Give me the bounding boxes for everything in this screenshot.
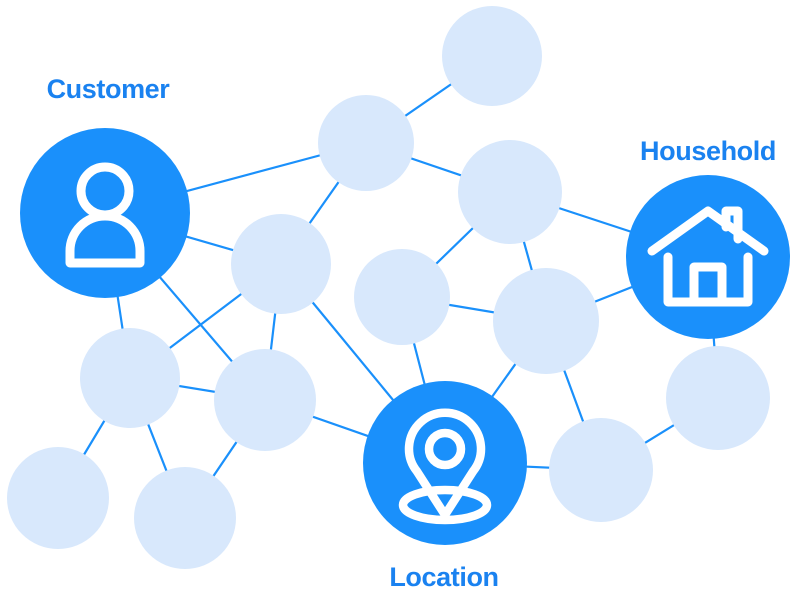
node-household[interactable]: [626, 175, 790, 339]
node-plain-center-right: [493, 268, 599, 374]
house-icon: [647, 206, 769, 307]
node-plain-bottom-mid-circle: [134, 467, 236, 569]
node-plain-left-mid-circle: [231, 214, 331, 314]
map-pin-icon: [398, 408, 492, 525]
node-plain-top-circle: [442, 6, 542, 106]
node-customer[interactable]: [20, 128, 190, 298]
label-customer: Customer: [47, 74, 171, 104]
nodes-layer: [7, 6, 790, 569]
node-plain-bottom-right-circle: [549, 418, 653, 522]
node-plain-center-right-circle: [493, 268, 599, 374]
node-plain-bottom-right: [549, 418, 653, 522]
person-icon: [65, 162, 145, 268]
label-location: Location: [389, 562, 498, 592]
node-plain-bottom-left: [7, 447, 109, 549]
node-plain-right-lower: [666, 346, 770, 450]
node-location[interactable]: [363, 381, 527, 545]
node-plain-upper-right-circle: [458, 140, 562, 244]
node-household-circle[interactable]: [626, 175, 790, 339]
label-household: Household: [640, 136, 776, 166]
node-plain-upper-right: [458, 140, 562, 244]
node-plain-left-lower: [80, 328, 180, 428]
node-plain-upper-mid-circle: [318, 95, 414, 191]
node-plain-upper-mid: [318, 95, 414, 191]
node-plain-left-mid: [231, 214, 331, 314]
node-plain-right-lower-circle: [666, 346, 770, 450]
node-plain-center: [354, 249, 450, 345]
node-plain-left-lower-two-circle: [214, 349, 316, 451]
node-plain-top: [442, 6, 542, 106]
node-plain-left-lower-circle: [80, 328, 180, 428]
node-plain-bottom-mid: [134, 467, 236, 569]
node-plain-center-circle: [354, 249, 450, 345]
node-plain-left-lower-two: [214, 349, 316, 451]
node-plain-bottom-left-circle: [7, 447, 109, 549]
